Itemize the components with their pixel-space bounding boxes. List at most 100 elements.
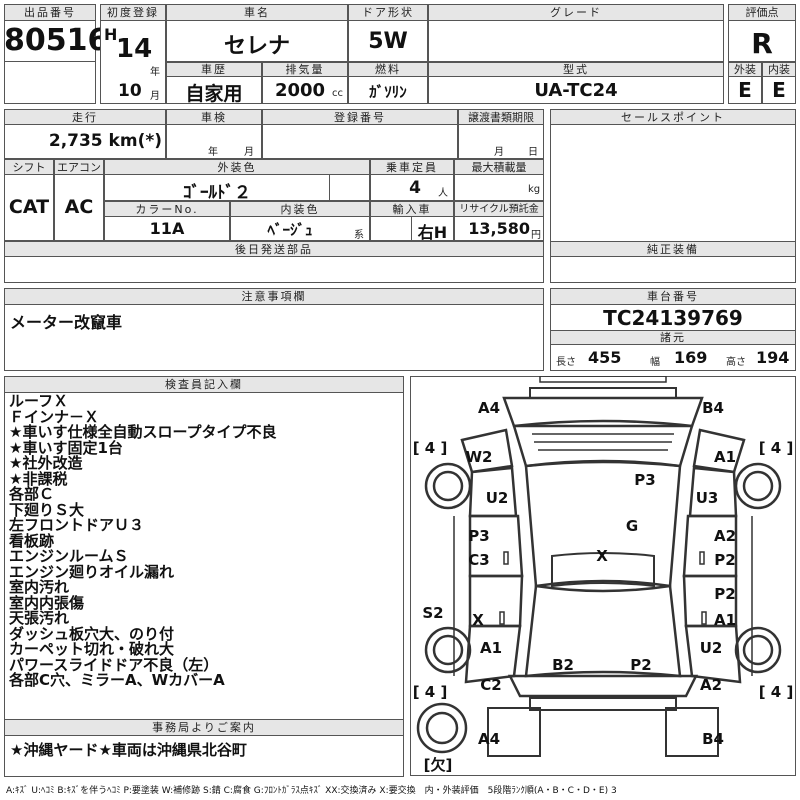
tyre-rear-left: [ 4 ] bbox=[412, 683, 448, 701]
mark-b2: B2 bbox=[552, 656, 574, 674]
mark-a4-top: A4 bbox=[477, 399, 501, 417]
length: 455 bbox=[588, 348, 622, 367]
inspector-note-item: 各部Ｃ bbox=[9, 485, 55, 503]
shift-label: シフト bbox=[4, 159, 54, 175]
tyre-rear-right: [ 4 ] bbox=[758, 683, 794, 701]
displacement: 2000 bbox=[274, 80, 326, 101]
recycle-fee-unit: 円 bbox=[531, 230, 541, 241]
registration-year: 14 bbox=[116, 34, 153, 64]
sales-points-label: セールスポイント bbox=[550, 109, 796, 125]
fuel-label: 燃料 bbox=[348, 62, 428, 77]
color-no-cell bbox=[104, 216, 230, 241]
spare-tyre: [欠] bbox=[423, 756, 453, 774]
capacity-cell bbox=[370, 174, 454, 201]
equipment-cell bbox=[550, 256, 796, 283]
lot-number-label: 出品番号 bbox=[4, 4, 96, 21]
inspector-note-item: ★車いす仕様全自動スロープタイプ不良 bbox=[9, 423, 277, 441]
mark-p2-rear: P2 bbox=[630, 656, 652, 674]
shift-cell bbox=[4, 174, 54, 241]
interior-color: ﾍﾞｰｼﾞｭ bbox=[267, 221, 313, 239]
lot-number-cell bbox=[4, 20, 96, 62]
import-cell-b bbox=[411, 216, 454, 241]
color-no: 11A bbox=[149, 219, 185, 238]
mileage: 2,735 km(*) bbox=[48, 131, 162, 151]
mark-p2-right-lower: P2 bbox=[714, 585, 736, 603]
mark-u3-right: U3 bbox=[695, 489, 719, 507]
inspector-note-item: ルーフＸ bbox=[9, 392, 69, 410]
inspector-note-item: ★社外改造 bbox=[9, 454, 83, 472]
interior-grade-label: 内装 bbox=[762, 62, 796, 77]
car-name-label: 車名 bbox=[166, 4, 348, 21]
mark-a4-bottom: A4 bbox=[477, 730, 501, 748]
mark-u2-right: U2 bbox=[699, 639, 723, 657]
capacity: 4 bbox=[409, 178, 421, 198]
interior-grade-cell bbox=[762, 76, 796, 104]
mark-a2-right: A2 bbox=[713, 527, 737, 545]
width-label: 幅 bbox=[650, 357, 660, 368]
mark-a1-front-right: A1 bbox=[713, 448, 737, 466]
exterior-color-label: 外装色 bbox=[104, 159, 370, 175]
ac: AC bbox=[64, 196, 94, 218]
notes-text: メーター改竄車 bbox=[10, 313, 123, 332]
mileage-cell bbox=[4, 124, 166, 159]
inspector-note-item: ダッシュ板穴大、のり付 bbox=[9, 624, 175, 643]
exterior-grade-cell bbox=[728, 76, 762, 104]
mark-a2-rear: A2 bbox=[699, 676, 723, 694]
grade-label: グレード bbox=[428, 4, 724, 21]
mark-p3-left: P3 bbox=[468, 527, 490, 545]
exterior-color-extra-cell bbox=[329, 174, 370, 201]
inspector-notes-cell bbox=[4, 392, 404, 720]
mark-p2-right: P2 bbox=[714, 551, 736, 569]
later-parts-label: 後日発送部品 bbox=[4, 241, 544, 257]
door-type: 5W bbox=[368, 29, 408, 54]
mileage-label: 走行 bbox=[4, 109, 166, 125]
sales-points-cell bbox=[550, 124, 796, 242]
shift: CAT bbox=[8, 196, 50, 218]
inspection-year-unit: 年 bbox=[208, 147, 218, 158]
mark-b4-bottom: B4 bbox=[702, 730, 724, 748]
max-load-cell bbox=[454, 174, 544, 201]
fuel-cell bbox=[348, 76, 428, 104]
exterior-color-cell bbox=[104, 174, 330, 201]
inspector-note-item: Ｆインナ－Ｘ bbox=[9, 407, 100, 426]
inspector-note-item: パワースライドドア不良（左） bbox=[9, 655, 219, 674]
interior-color-label: 内装色 bbox=[230, 201, 370, 217]
damage-legend: A:ｷｽﾞ U:ﾍｺﾐ B:ｷｽﾞを伴うﾍｺﾐ P:要塗装 W:補修跡 S:錆 … bbox=[6, 786, 617, 796]
recycle-fee-label: リサイクル預託金 bbox=[454, 201, 544, 217]
inspector-note-item: 室内内張傷 bbox=[9, 593, 85, 612]
grade-cell bbox=[428, 20, 724, 62]
registration-month: 10 bbox=[118, 81, 142, 101]
mark-w2: W2 bbox=[465, 448, 493, 466]
height-label: 高さ bbox=[726, 357, 746, 368]
car-name: セレナ bbox=[223, 34, 290, 59]
inspector-note-item: 室内汚れ bbox=[9, 578, 70, 596]
office-note-cell bbox=[4, 735, 404, 777]
score: R bbox=[751, 27, 773, 60]
inspection-month-unit: 月 bbox=[244, 147, 254, 158]
inspection-label: 車検 bbox=[166, 109, 262, 125]
exterior-grade: E bbox=[738, 78, 752, 102]
inspector-note-item: ★車いす固定1台 bbox=[9, 438, 123, 457]
tyre-front-left: [ 4 ] bbox=[412, 439, 448, 457]
steering-side: 右H bbox=[417, 223, 448, 242]
length-label: 長さ bbox=[556, 357, 576, 368]
plate-label: 登録番号 bbox=[262, 109, 458, 125]
inspector-note-item: エンジン廻りオイル漏れ bbox=[9, 562, 175, 581]
mark-b4-top: B4 bbox=[702, 399, 724, 417]
chassis-label: 車台番号 bbox=[550, 288, 796, 305]
history-label: 車歴 bbox=[166, 62, 262, 77]
tyre-front-right: [ 4 ] bbox=[758, 439, 794, 457]
mark-g: G bbox=[625, 517, 639, 535]
chassis-number: TC24139769 bbox=[603, 306, 743, 330]
mark-s2: S2 bbox=[422, 604, 444, 622]
inspector-notes-label: 検査員記入欄 bbox=[4, 376, 404, 393]
exterior-color: ｺﾞｰﾙﾄﾞ２ bbox=[183, 183, 251, 203]
notes-cell bbox=[4, 304, 544, 371]
dimensions-label: 諸元 bbox=[550, 330, 796, 345]
office-note-label: 事務局よりご案内 bbox=[4, 719, 404, 736]
interior-color-unit: 系 bbox=[354, 230, 364, 241]
capacity-label: 乗車定員 bbox=[370, 159, 454, 175]
door-type-label: ドア形状 bbox=[348, 4, 428, 21]
import-cell-a bbox=[370, 216, 412, 241]
